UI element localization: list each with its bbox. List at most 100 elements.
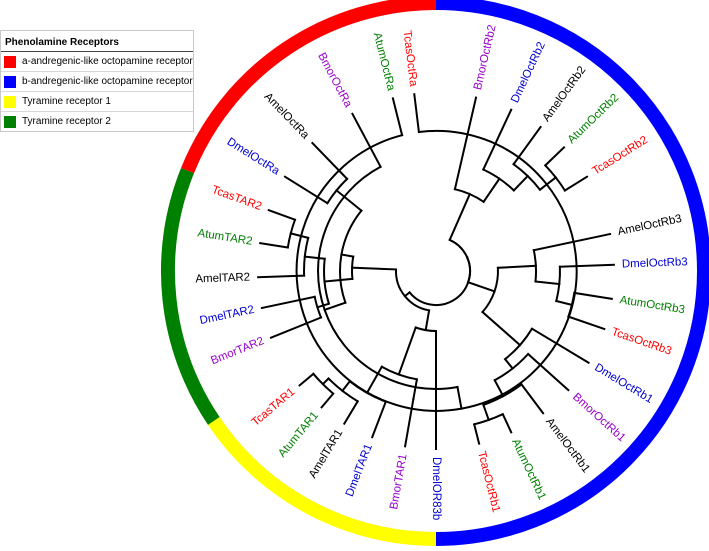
tree-node-arc [394, 268, 431, 312]
leaf-label-atumoctrb1: AtumOctRb1 [509, 437, 548, 502]
legend-item-a-octopamine: a-andregenic-like octopamine receptor [1, 52, 193, 72]
leaf-label-ameloctrb1: AmelOctRb1 [543, 416, 592, 475]
tree-node-arc [317, 165, 459, 390]
leaf-branch [472, 423, 481, 445]
legend-item-tyramine-2: Tyramine receptor 2 [1, 112, 193, 131]
internal-branch [340, 253, 355, 258]
leaf-label-atumtar1: AtumTAR1 [276, 410, 321, 460]
leaf-label-ameltar1: AmelTAR1 [307, 427, 345, 480]
internal-branch [512, 174, 530, 192]
internal-branch [365, 365, 384, 395]
internal-branch [503, 357, 515, 370]
leaf-branch [501, 412, 513, 434]
internal-branch [289, 232, 310, 240]
leaf-label-atumtar2: AtumTAR2 [197, 227, 254, 248]
leaf-branch [260, 295, 316, 310]
leaf-branch [298, 372, 315, 387]
leaf-branch [530, 327, 590, 365]
tree-node-arc [311, 372, 335, 396]
leaf-branch [351, 112, 382, 169]
internal-branch [555, 299, 574, 307]
internal-branch [481, 310, 522, 347]
legend-swatch-red [4, 55, 16, 68]
tree-node-arc [351, 255, 355, 280]
tree-node-arc [380, 365, 419, 381]
leaf-branch [532, 232, 612, 252]
internal-branch [321, 377, 330, 386]
arc-tyramine-2 [160, 167, 220, 425]
legend-item-label: Tyramine receptor 1 [22, 96, 111, 107]
leaf-label-ameloctrb2: AmelOctRb2 [540, 64, 588, 124]
leaf-label-bmoroctrb2: BmorOctRb2 [472, 24, 499, 91]
internal-branch [303, 255, 326, 260]
legend-title: Phenolamine Receptors [1, 31, 193, 52]
legend-swatch-green [4, 115, 16, 128]
leaf-branch [563, 175, 589, 192]
leaf-branch [310, 141, 349, 181]
leaf-label-ameltar2: AmelTAR2 [195, 272, 250, 286]
leaf-label-bmoroctrb1: BmorOctRb1 [570, 391, 627, 444]
tree-node-arc [472, 412, 505, 426]
leaf-branch [320, 392, 335, 409]
leaf-label-atumoctra: AtumOctRa [371, 31, 397, 92]
leaf-branch [267, 208, 297, 221]
legend-item-b-octopamine: b-andregenic-like octopamine receptor [1, 72, 193, 92]
leaf-label-ameloctrb3: AmelOctRb3 [617, 213, 683, 238]
root-branch [403, 290, 412, 298]
legend-item-label: a-andregenic-like octopamine receptor [22, 56, 193, 67]
internal-branch [397, 326, 417, 376]
internal-branch [482, 403, 490, 422]
leaf-label-ameloctra: AmelOctRa [262, 91, 312, 142]
internal-branch [323, 301, 347, 312]
leaf-branch [512, 125, 542, 166]
tree-node-arc [339, 209, 363, 304]
tree-node-arc [448, 238, 471, 284]
tree-node-arc [323, 257, 331, 305]
leaf-branch [526, 352, 570, 392]
leaf-branch [567, 315, 606, 331]
internal-branch [496, 264, 537, 269]
leaf-label-bmoroctra: BmorOctRa [315, 51, 354, 110]
leaf-branch [342, 399, 360, 425]
leaf-label-tcasoctrb3: TcasOctRb3 [610, 326, 673, 358]
leaf-branch [481, 108, 513, 171]
leaf-branch [370, 400, 388, 439]
leaf-label-bmortar1: BmorTAR1 [388, 453, 410, 510]
legend-item-label: Tyramine receptor 2 [22, 116, 111, 127]
leaf-branch [543, 145, 566, 167]
leaf-branch [413, 93, 421, 134]
leaf-branch [259, 242, 289, 249]
tree-node-arc [481, 168, 516, 192]
tree-node-arc [481, 266, 499, 314]
internal-branch [482, 177, 501, 204]
leaf-branch [453, 96, 478, 191]
internal-branch [534, 280, 561, 286]
leaf-branch [269, 316, 323, 340]
legend-item-label: b-andregenic-like octopamine receptor [22, 76, 193, 87]
leaf-label-dmeloctrb2: DmelOctRb2 [509, 40, 548, 105]
leaf-branch [391, 97, 404, 137]
leaf-label-tcastar2: TcasTAR2 [210, 184, 263, 213]
leaf-label-dmeloctrb3: DmelOctRb3 [622, 256, 688, 270]
tree-node-arc [482, 382, 523, 407]
legend: Phenolamine Receptors a-andregenic-like … [0, 30, 194, 132]
internal-branch [340, 379, 352, 393]
internal-branch [351, 266, 398, 271]
internal-branch [448, 192, 472, 242]
leaf-label-bmortar2: BmorTAR2 [209, 335, 265, 367]
leaf-branch [558, 263, 615, 268]
leaf-label-atumoctrb2: AtumOctRb2 [566, 92, 622, 146]
leaf-label-dmeloctra: DmelOctRa [225, 136, 282, 178]
leaf-label-tcasoctrb1: TcasOctRb1 [475, 450, 502, 514]
legend-item-tyramine-1: Tyramine receptor 1 [1, 92, 193, 112]
internal-branch [466, 280, 496, 293]
group-arcs [160, 0, 709, 546]
leaf-label-atumoctrb3: AtumOctRb3 [619, 294, 686, 316]
internal-branch [323, 277, 354, 283]
legend-swatch-blue [4, 75, 16, 88]
leaf-label-dmeltar1: DmelTAR1 [344, 442, 375, 498]
root-arc [408, 256, 472, 306]
tree-node-arc [295, 129, 578, 412]
